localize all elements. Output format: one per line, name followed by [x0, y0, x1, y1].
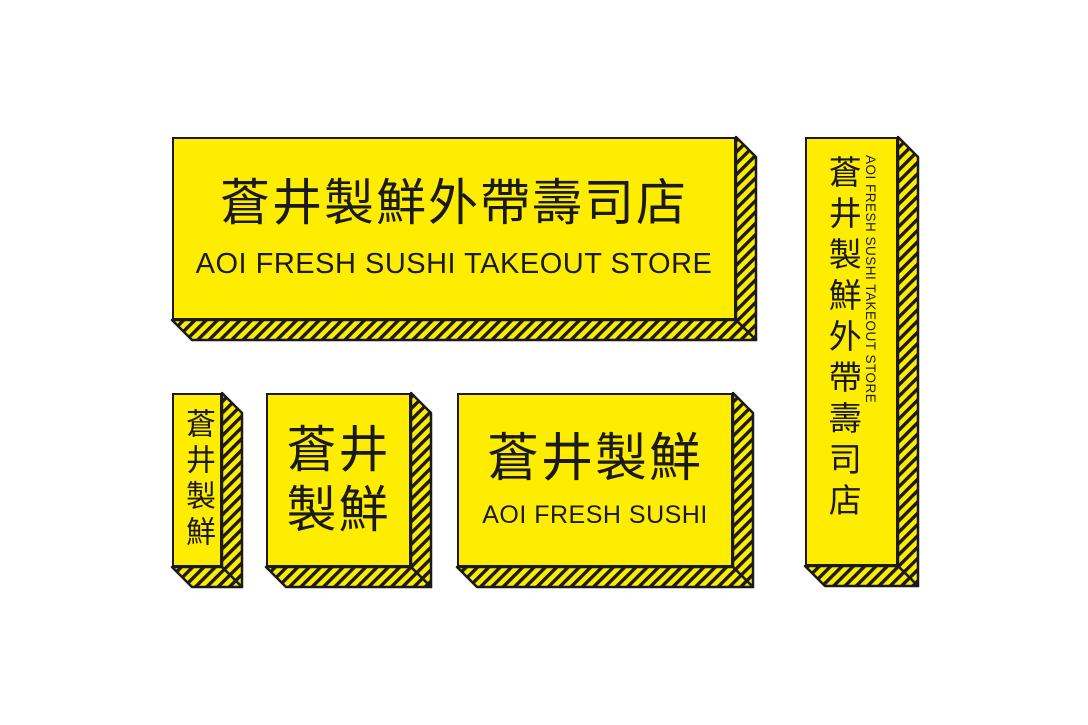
- extrusion-bottom-face: [803, 564, 920, 588]
- sign-main-chinese: 蒼井製鮮外帶壽司店: [220, 174, 688, 232]
- extrusion-right-face: [731, 391, 755, 589]
- sign-medium: 蒼井製鮮 AOI FRESH SUSHI: [455, 391, 755, 589]
- sign-square-face: 蒼井 製鮮: [266, 393, 411, 567]
- extrusion-right-face: [409, 391, 433, 589]
- sign-vertical-small-chinese: 蒼井製鮮: [180, 408, 215, 552]
- extrusion-right-face: [896, 135, 920, 588]
- sign-square-extrusion: [264, 391, 433, 589]
- extrusion-bottom-face: [170, 318, 758, 342]
- sign-main-english: AOI FRESH SUSHI TAKEOUT STORE: [195, 248, 713, 280]
- extrusion-right-face: [220, 391, 244, 589]
- sign-vertical-tall-english: AOI FRESH SUSHI TAKEOUT STORE: [862, 155, 878, 404]
- extrusion-bottom-face: [264, 565, 433, 589]
- sign-vertical-tall: AOI FRESH SUSHI TAKEOUT STORE 蒼井製鮮外帶壽司店: [803, 135, 920, 588]
- sign-square-line2: 製鮮: [286, 481, 391, 539]
- sign-main-face: 蒼井製鮮外帶壽司店 AOI FRESH SUSHI TAKEOUT STORE: [172, 137, 736, 320]
- sign-vertical-small-face: 蒼井製鮮: [172, 393, 222, 567]
- extrusion-bottom-face: [170, 565, 244, 589]
- sign-vertical-tall-chinese: 蒼井製鮮外帶壽司店: [823, 155, 863, 524]
- sign-main: 蒼井製鮮外帶壽司店 AOI FRESH SUSHI TAKEOUT STORE: [170, 135, 758, 345]
- sign-vertical-small: 蒼井製鮮: [170, 391, 244, 589]
- extrusion-bottom-face: [455, 565, 755, 589]
- extrusion-right-face: [734, 135, 758, 342]
- sign-medium-face: 蒼井製鮮 AOI FRESH SUSHI: [457, 393, 733, 567]
- sign-vertical-tall-face: AOI FRESH SUSHI TAKEOUT STORE 蒼井製鮮外帶壽司店: [805, 137, 898, 566]
- sign-medium-english: AOI FRESH SUSHI: [482, 500, 708, 529]
- sign-vertical-small-extrusion: [170, 391, 244, 589]
- sign-medium-chinese: 蒼井製鮮: [486, 428, 703, 489]
- sign-main-extrusion: [170, 135, 758, 342]
- sign-vertical-tall-extrusion: [803, 135, 920, 588]
- sign-medium-extrusion: [455, 391, 755, 589]
- sign-square-line1: 蒼井: [286, 421, 391, 479]
- sign-square: 蒼井 製鮮: [264, 391, 433, 589]
